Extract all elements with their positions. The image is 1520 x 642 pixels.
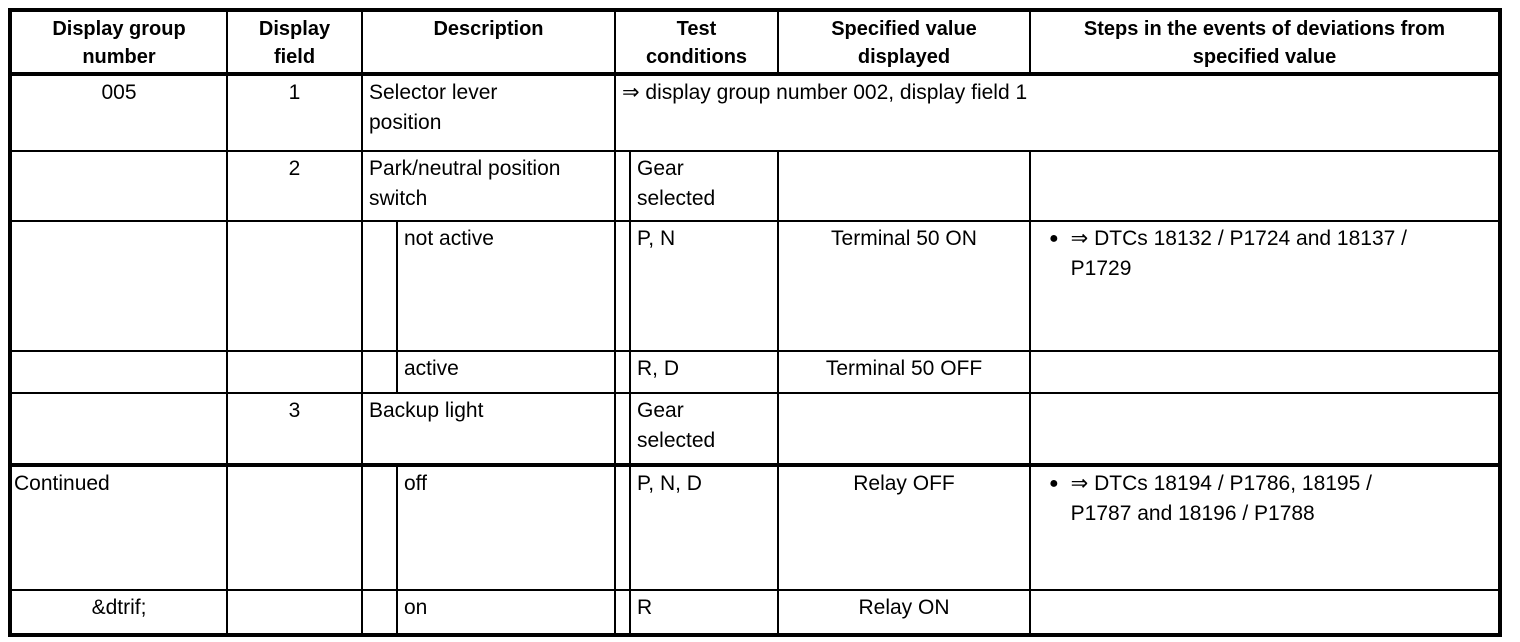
cell-display-field-2: 2 <box>228 152 363 222</box>
empty-cell <box>616 394 631 467</box>
bullet-icon: ● <box>1049 475 1059 492</box>
header-test-conditions: Test conditions <box>616 12 779 76</box>
empty-cell <box>616 467 631 591</box>
cell-test-conditions-pn: P, N <box>631 222 779 352</box>
empty-cell <box>363 467 398 591</box>
empty-cell <box>12 394 228 467</box>
empty-cell <box>616 352 631 394</box>
empty-cell <box>363 591 398 633</box>
header-specified-value: Specified value displayed <box>779 12 1031 76</box>
bullet-icon: ● <box>1049 230 1059 247</box>
steps-text: ⇒ DTCs 18132 / P1724 and 18137 / P1729 <box>1070 227 1407 280</box>
empty-cell <box>616 152 631 222</box>
empty-cell <box>228 591 363 633</box>
header-display-field: Display field <box>228 12 363 76</box>
cell-test-conditions-rd: R, D <box>631 352 779 394</box>
empty-cell <box>779 152 1031 222</box>
cell-test-conditions-r: R <box>631 591 779 633</box>
cell-test-conditions-gear-selected: Gear selected <box>631 152 779 222</box>
cell-specified-terminal-50-off: Terminal 50 OFF <box>779 352 1031 394</box>
empty-cell <box>1031 352 1498 394</box>
cell-description-on: on <box>398 591 616 633</box>
cell-description-selector-lever: Selector lever position <box>363 76 616 152</box>
empty-cell <box>12 352 228 394</box>
cell-description-park-neutral: Park/neutral position switch <box>363 152 616 222</box>
empty-cell <box>228 222 363 352</box>
empty-cell <box>228 352 363 394</box>
cell-display-field-3: 3 <box>228 394 363 467</box>
cell-group-number-005: 005 <box>12 76 228 152</box>
cell-steps-dtc-18194: ● ⇒ DTCs 18194 / P1786, 18195 / P1787 an… <box>1031 467 1498 591</box>
cell-specified-relay-on: Relay ON <box>779 591 1031 633</box>
cell-continued-marker: Continued <box>12 467 228 591</box>
cell-specified-relay-off: Relay OFF <box>779 467 1031 591</box>
cell-specified-terminal-50-on: Terminal 50 ON <box>779 222 1031 352</box>
cell-description-active: active <box>398 352 616 394</box>
cell-cross-reference: ⇒ display group number 002, display fiel… <box>616 76 1498 152</box>
header-steps-deviations: Steps in the events of deviations from s… <box>1031 12 1498 76</box>
cell-description-off: off <box>398 467 616 591</box>
empty-cell <box>12 152 228 222</box>
cell-description-not-active: not active <box>398 222 616 352</box>
display-group-table: Display group number Display field Descr… <box>8 8 1502 637</box>
cell-dtrif-marker: &dtrif; <box>12 591 228 633</box>
empty-cell <box>616 591 631 633</box>
cell-description-backup-light: Backup light <box>363 394 616 467</box>
empty-cell <box>1031 591 1498 633</box>
cell-test-conditions-pnd: P, N, D <box>631 467 779 591</box>
empty-cell <box>12 222 228 352</box>
empty-cell <box>363 352 398 394</box>
empty-cell <box>1031 152 1498 222</box>
steps-text: ⇒ DTCs 18194 / P1786, 18195 / P1787 and … <box>1070 472 1372 525</box>
empty-cell <box>228 467 363 591</box>
empty-cell <box>363 222 398 352</box>
empty-cell <box>616 222 631 352</box>
cell-test-conditions-gear-selected-2: Gear selected <box>631 394 779 467</box>
empty-cell <box>1031 394 1498 467</box>
cell-display-field-1: 1 <box>228 76 363 152</box>
empty-cell <box>779 394 1031 467</box>
cell-steps-dtc-18132: ● ⇒ DTCs 18132 / P1724 and 18137 / P1729 <box>1031 222 1498 352</box>
header-display-group-number: Display group number <box>12 12 228 76</box>
header-description: Description <box>363 12 616 76</box>
